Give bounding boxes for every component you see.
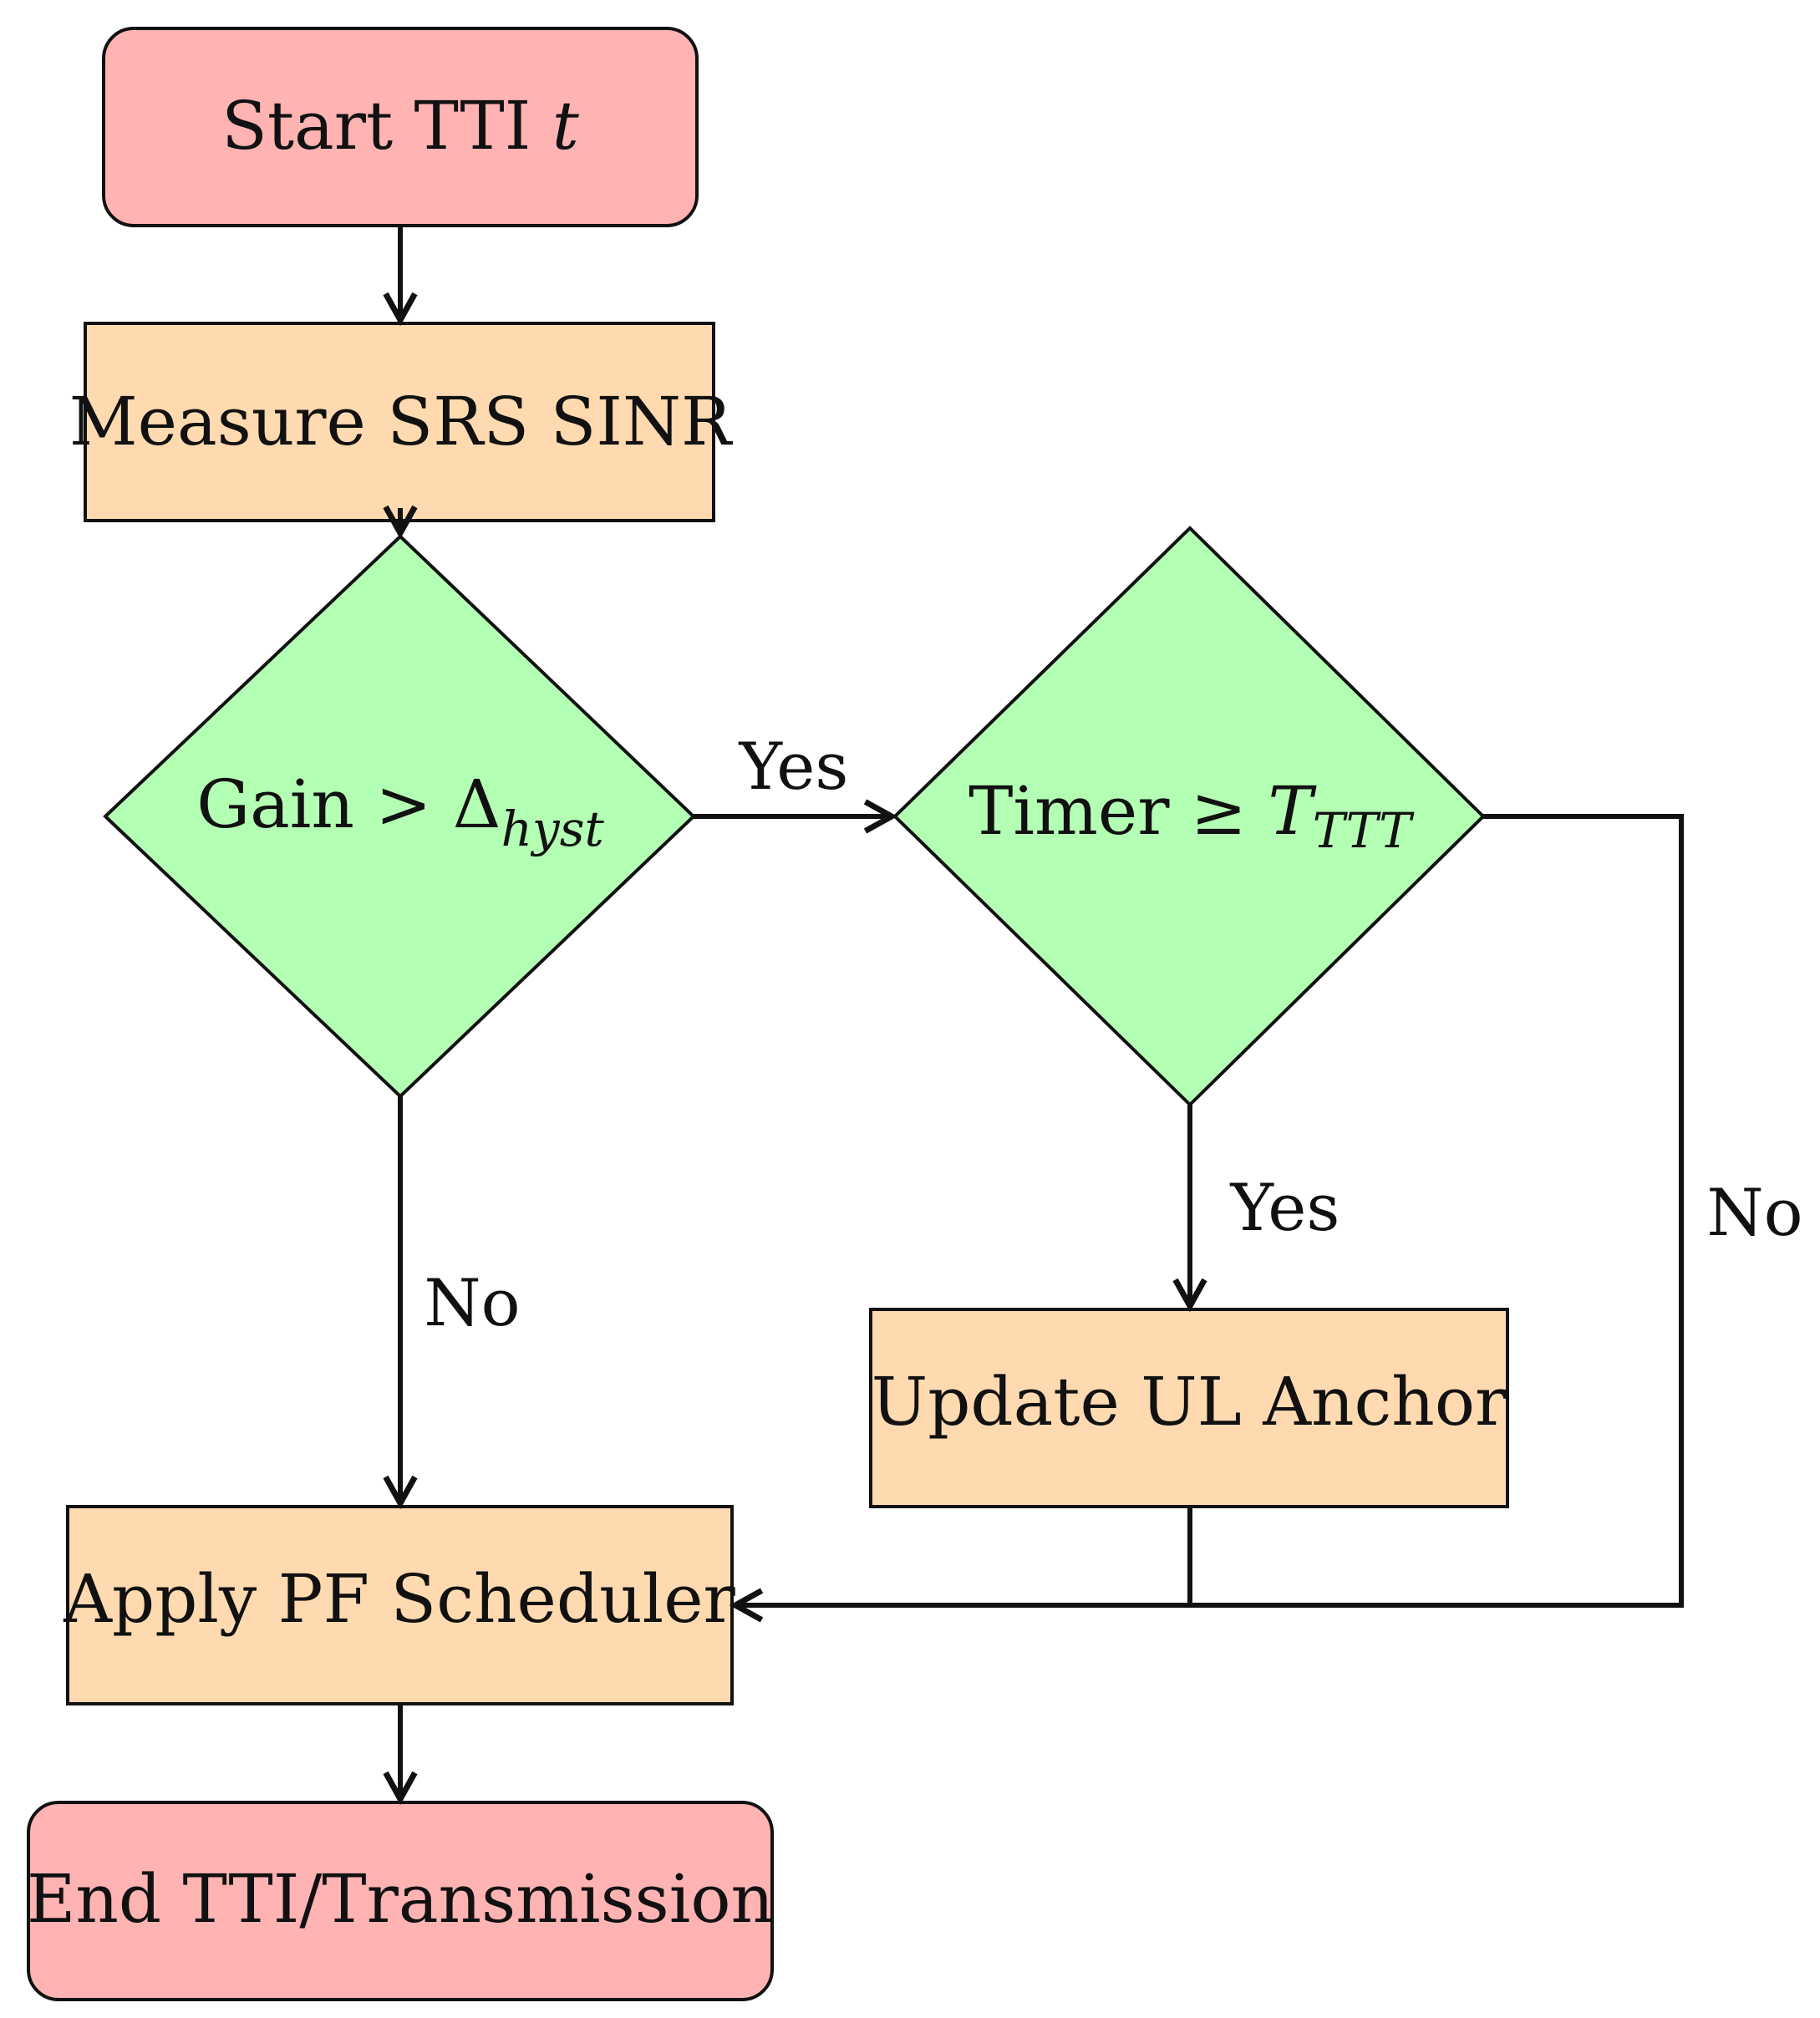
measure-shape	[84, 322, 715, 522]
apply-label: Apply PF Scheduler	[63, 1560, 735, 1638]
edge-label-timer-no: No	[1706, 1176, 1802, 1251]
timer-decision-label: Timer ≥ TTTT	[968, 772, 1415, 859]
start-label: Start TTI t	[221, 87, 580, 165]
end-node: End TTI/Transmission	[27, 1801, 774, 2001]
edge-label-gain-yes: Yes	[739, 729, 849, 805]
apply-shape	[66, 1505, 734, 1705]
update-label: Update UL Anchor	[872, 1363, 1507, 1441]
timer-decision-node: Timer ≥ TTTT	[892, 526, 1486, 1107]
gain-decision-label: Gain > Δhyst	[196, 765, 604, 857]
gain-decision-node: Gain > Δhyst	[103, 534, 696, 1099]
apply-node: Apply PF Scheduler	[63, 1505, 736, 1705]
edge-timer-no	[1190, 814, 1684, 1608]
measure-node: Measure SRS SINR	[69, 322, 734, 522]
edge-label-gain-no: No	[424, 1266, 520, 1341]
measure-label: Measure SRS SINR	[69, 383, 734, 460]
end-label: End TTI/Transmission	[27, 1860, 774, 1938]
update-node: Update UL Anchor	[869, 1308, 1509, 1508]
edge-label-timer-yes: Yes	[1230, 1171, 1340, 1246]
start-node: Start TTI t	[102, 27, 699, 227]
